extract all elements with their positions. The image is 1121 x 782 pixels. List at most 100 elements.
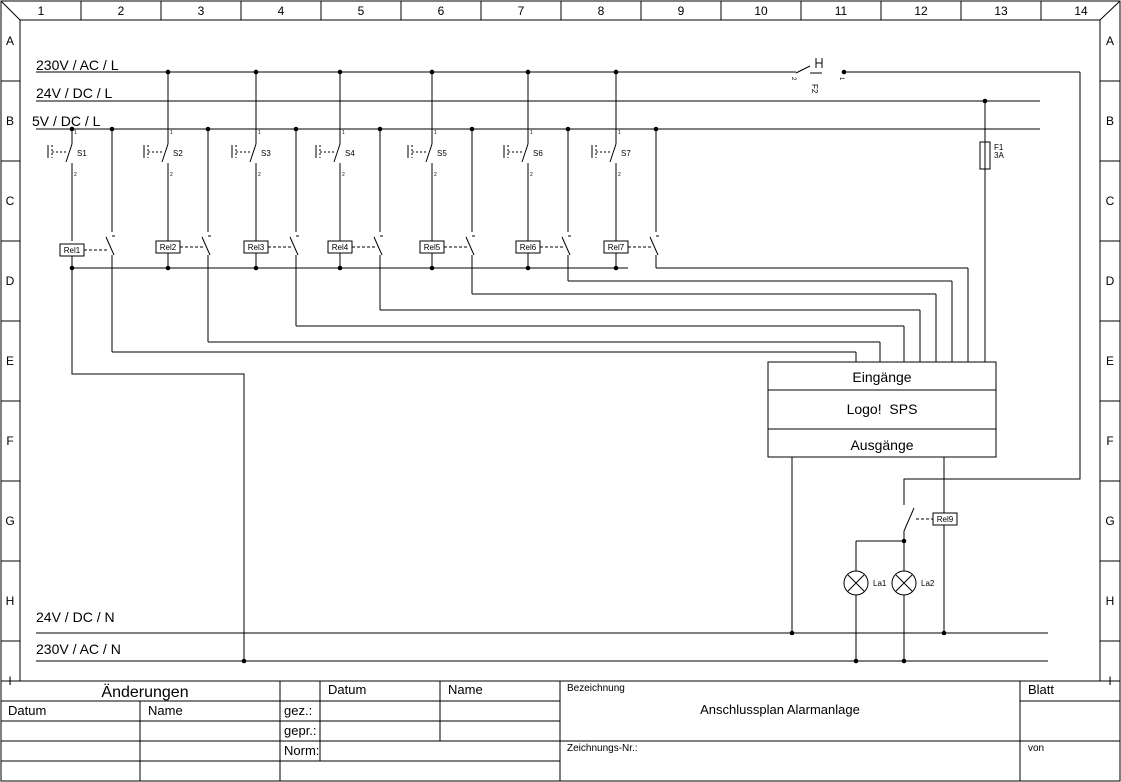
tb-datum: Datum — [328, 682, 366, 697]
plc-inputs-label: Eingänge — [852, 369, 911, 385]
grid-column-label: 7 — [518, 4, 525, 18]
grid-row-label-left: F — [6, 434, 13, 448]
rail-label-230v-ac-l: 230V / AC / L — [36, 57, 119, 73]
lamp-la2: La2 — [891, 570, 935, 596]
relay-label: Rel2 — [160, 243, 177, 252]
tb-gepr: gepr.: — [284, 723, 317, 738]
rail-label-24v-dc-l: 24V / DC / L — [36, 85, 112, 101]
lamp-la1-label: La1 — [873, 579, 887, 588]
wires — [36, 71, 1081, 662]
tb-zeichnungsnr-label: Zeichnungs-Nr.: — [567, 743, 638, 754]
grid-row-label-left: G — [5, 514, 14, 528]
pushbutton-pin-top: 1 — [170, 130, 173, 136]
relay-label: Rel1 — [64, 246, 81, 255]
relay-rel3: Rel3 — [243, 240, 292, 254]
grid-column-label: 1 — [38, 4, 45, 18]
tb-bezeichnung-label: Bezeichnung — [567, 683, 625, 694]
relay-label: Rel7 — [608, 243, 625, 252]
plc-name-label: Logo! SPS — [847, 401, 918, 417]
pushbutton-pin-top: 1 — [258, 130, 261, 136]
tb-aenderungen: Änderungen — [101, 683, 188, 701]
relay-rel6: Rel6 — [515, 240, 564, 254]
pushbutton-label: S1 — [77, 149, 87, 158]
plc-box — [767, 361, 997, 458]
pushbutton-pin-bottom: 2 — [434, 172, 437, 178]
grid-column-label: 2 — [118, 4, 125, 18]
grid-row-label-right: A — [1106, 34, 1114, 48]
rail-label-5v-dc-l: 5V / DC / L — [32, 113, 101, 129]
relay-rel1: Rel1 — [59, 243, 108, 257]
pushbutton-label: S7 — [621, 149, 631, 158]
grid-row-label-left: D — [6, 274, 15, 288]
pushbutton-label: S6 — [533, 149, 543, 158]
plc-outputs-label: Ausgänge — [850, 437, 913, 453]
pushbutton-s6: S6 1 2 — [503, 130, 543, 178]
grid-column-label: 4 — [278, 4, 285, 18]
grid-row-label-right: F — [1106, 434, 1113, 448]
grid-row-label-right: B — [1106, 114, 1114, 128]
grid-row-label-left: A — [6, 34, 14, 48]
lamp-la2-label: La2 — [921, 579, 935, 588]
pushbutton-pin-top: 1 — [434, 130, 437, 136]
pushbutton-label: S4 — [345, 149, 355, 158]
grid-column-label: 12 — [914, 4, 928, 18]
rail-label-230v-ac-n: 230V / AC / N — [36, 641, 121, 657]
tb-blatt: Blatt — [1028, 682, 1054, 697]
tb-von: von — [1028, 743, 1044, 754]
pushbutton-s1: S1 1 2 — [47, 130, 87, 178]
breaker-f2: F2 2 1 — [790, 58, 844, 94]
pushbutton-pin-top: 1 — [342, 130, 345, 136]
relay-label: Rel3 — [248, 243, 265, 252]
pushbutton-pin-top: 1 — [618, 130, 621, 136]
grid-column-label: 14 — [1074, 4, 1088, 18]
pushbutton-pin-bottom: 2 — [258, 172, 261, 178]
pushbutton-pin-top: 1 — [74, 130, 77, 136]
grid-column-label: 9 — [678, 4, 685, 18]
pushbutton-label: S2 — [173, 149, 183, 158]
relay-label: Rel6 — [520, 243, 537, 252]
fuse-f1-name: F1 — [994, 143, 1004, 152]
grid-column-label: 10 — [754, 4, 768, 18]
breaker-f2-pin2: 2 — [790, 77, 796, 81]
relay-rel9: Rel9 — [903, 507, 958, 532]
pushbutton-pin-bottom: 2 — [618, 172, 621, 178]
grid-column-label: 8 — [598, 4, 605, 18]
grid-row-label-right: D — [1106, 274, 1115, 288]
tb-name-left: Name — [148, 703, 183, 718]
pushbutton-pin-bottom: 2 — [170, 172, 173, 178]
grid-column-label: 6 — [438, 4, 445, 18]
lamp-la1: La1 — [843, 570, 887, 596]
pushbutton-pin-top: 1 — [530, 130, 533, 136]
pushbutton-s2: S2 1 2 — [143, 130, 183, 178]
relay-label: Rel5 — [424, 243, 441, 252]
tb-norm: Norm: — [284, 743, 319, 758]
relay-group: Rel1 Rel2 Rel3 Rel4 Rel5 Rel6 Rel7 — [59, 240, 652, 257]
relay-rel5: Rel5 — [419, 240, 468, 254]
grid-row-label-right: H — [1106, 594, 1115, 608]
pushbutton-pin-bottom: 2 — [342, 172, 345, 178]
grid-row-label-right: C — [1106, 194, 1115, 208]
fuse-f1-rating: 3A — [994, 151, 1004, 160]
pushbutton-pin-bottom: 2 — [74, 172, 77, 178]
breaker-f2-pin1: 1 — [838, 77, 844, 81]
pushbutton-pin-bottom: 2 — [530, 172, 533, 178]
breaker-f2-name: F2 — [810, 84, 819, 94]
grid-column-label: 13 — [994, 4, 1008, 18]
grid-row-label-right: G — [1105, 514, 1114, 528]
pushbutton-s3: S3 1 2 — [231, 130, 271, 178]
pushbutton-label: S3 — [261, 149, 271, 158]
grid-column-label: 5 — [358, 4, 365, 18]
grid-column-label: 11 — [835, 4, 848, 18]
grid-row-label-left: E — [6, 354, 14, 368]
plc-block: Eingänge Logo! SPS Ausgänge — [767, 361, 997, 458]
junction-dots — [69, 69, 988, 664]
tb-gez: gez.: — [284, 703, 312, 718]
tb-name: Name — [448, 682, 483, 697]
fuse-f1: F1 3A — [979, 141, 1004, 170]
relay-rel4: Rel4 — [327, 240, 376, 254]
grid-row-label-left: C — [6, 194, 15, 208]
tb-datum-left: Datum — [8, 703, 46, 718]
